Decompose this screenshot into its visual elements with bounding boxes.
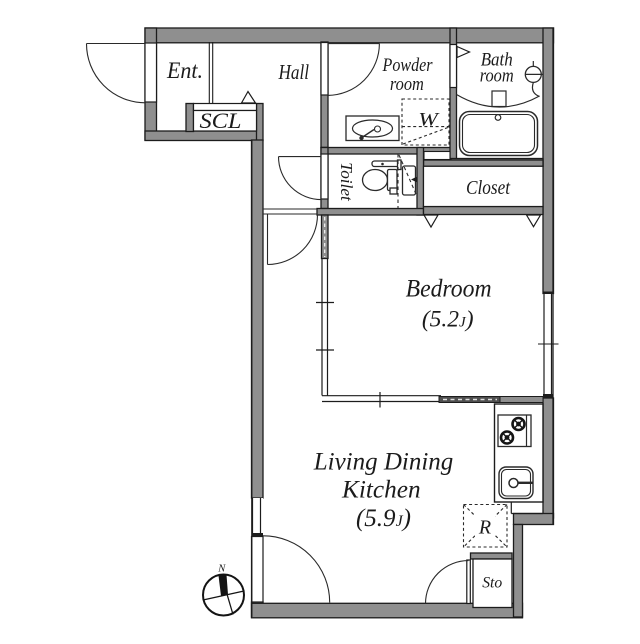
svg-text:Hall: Hall — [278, 60, 309, 84]
svg-text:Living Dining: Living Dining — [313, 449, 453, 476]
svg-text:Toilet: Toilet — [337, 162, 356, 202]
svg-text:Bedroom: Bedroom — [406, 274, 492, 303]
svg-text:Kitchen: Kitchen — [341, 476, 421, 503]
svg-text:R: R — [478, 517, 491, 539]
svg-text:N: N — [217, 564, 226, 575]
svg-text:Powder: Powder — [382, 55, 433, 76]
svg-text:Sto: Sto — [482, 575, 502, 592]
svg-text:W: W — [418, 110, 440, 131]
svg-text:Closet: Closet — [466, 177, 510, 199]
svg-text:(5.2J): (5.2J) — [422, 307, 474, 333]
svg-text:room: room — [390, 74, 424, 95]
svg-text:Ent.: Ent. — [166, 58, 203, 83]
svg-text:SCL: SCL — [200, 108, 242, 133]
svg-text:room: room — [480, 66, 514, 87]
svg-text:(5.9J): (5.9J) — [356, 505, 411, 532]
svg-text:Bath: Bath — [481, 50, 513, 71]
